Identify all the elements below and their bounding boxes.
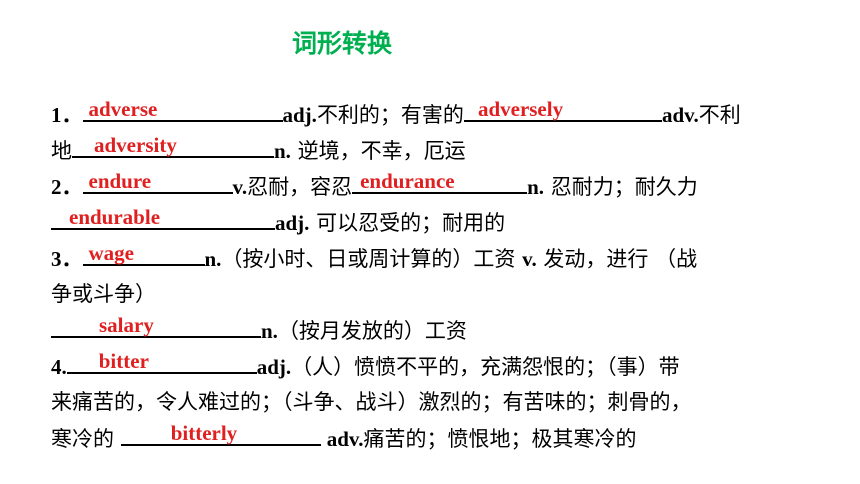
answer-endurance: endurance: [360, 169, 455, 193]
page-title: 词形转换: [292, 29, 393, 58]
blank-bitterly: bitterly: [120, 420, 321, 446]
line-1: 1．adverse adj.不利的；有害的 adversely adv.不利: [51, 96, 851, 132]
meaning-adversity: 逆境，不幸，厄运: [290, 139, 466, 163]
blank-wage: wage: [82, 240, 205, 266]
answer-endure: endure: [88, 169, 152, 193]
meaning-wage: （按小时、日或周计算的）工资: [221, 247, 523, 271]
line-8: 4. bitter adj.（人）愤愤不平的，充满怨恨的；（事）带: [51, 348, 851, 384]
item-number-1: 1．: [51, 103, 83, 127]
line-7: salary n.（按月发放的）工资: [51, 312, 851, 348]
line-2: 地 adversity n. 逆境，不幸，厄运: [51, 132, 851, 168]
answer-wage: wage: [88, 241, 135, 265]
meaning-endurable: 可以忍受的；耐用的: [309, 211, 506, 235]
blank-endurable: endurable: [51, 204, 275, 230]
blank-salary: salary: [51, 312, 261, 338]
item-number-2: 2．: [51, 175, 83, 199]
pos-v: v.: [232, 175, 248, 199]
pos-adj: adj.: [275, 211, 310, 235]
blank-endure: endure: [82, 168, 233, 194]
blank-bitter: bitter: [66, 348, 257, 374]
answer-adverse: adverse: [88, 97, 158, 121]
item-number-3: 3．: [51, 247, 83, 271]
meaning-endure: 忍耐，容忍: [247, 175, 353, 199]
pos-adv: adv.: [326, 427, 364, 451]
blank-adverse: adverse: [82, 96, 283, 122]
answer-adversely: adversely: [477, 97, 564, 121]
line-4: endurable adj. 可以忍受的；耐用的: [51, 204, 851, 240]
line-9: 来痛苦的，令人难过的；（斗争、战斗）激烈的；有苦味的；刺骨的，: [51, 384, 851, 420]
pos-adv: adv.: [661, 103, 699, 127]
meaning-bitter-3: 寒冷的: [51, 427, 121, 451]
pos-n: n.: [261, 319, 278, 343]
pos-adj: adj.: [282, 103, 317, 127]
pos-v: v.: [522, 247, 537, 271]
pos-n: n.: [204, 247, 222, 271]
meaning-adversely-a: 不利: [698, 103, 741, 127]
pos-adj: adj.: [256, 355, 292, 379]
meaning-bitter-2: 来痛苦的，令人难过的；（斗争、战斗）激烈的；有苦味的；刺骨的，: [51, 390, 692, 414]
meaning-wage-2: 发动，进行 （战: [536, 247, 698, 271]
blank-endurance: endurance: [352, 168, 528, 194]
meaning-adversely-b: 地: [51, 139, 72, 163]
pos-n: n.: [274, 139, 291, 163]
line-3: 2．endure v.忍耐，容忍 endurance n. 忍耐力；耐久力: [51, 168, 851, 204]
meaning-endurance: 忍耐力；耐久力: [544, 175, 698, 199]
item-number-4: 4.: [51, 355, 67, 379]
pos-n: n.: [527, 175, 545, 199]
line-5: 3．wage n.（按小时、日或周计算的）工资 v. 发动，进行 （战: [51, 240, 851, 276]
answer-bitterly: bitterly: [170, 421, 238, 445]
meaning-bitter-1: （人）愤愤不平的，充满怨恨的；（事）带: [291, 355, 680, 379]
line-10: 寒冷的 bitterly adv.痛苦的；愤恨地；极其寒冷的: [51, 420, 851, 456]
blank-adversely: adversely: [463, 96, 662, 122]
line-6: 争或斗争）: [51, 276, 851, 312]
meaning-salary: （按月发放的）工资: [277, 319, 467, 343]
meaning-bitterly: 痛苦的；愤恨地；极其寒冷的: [363, 427, 637, 451]
meaning-wage-3: 争或斗争）: [51, 282, 156, 306]
answer-endurable: endurable: [69, 205, 161, 229]
answer-bitter: bitter: [98, 349, 149, 373]
answer-salary: salary: [99, 313, 154, 337]
blank-adversity: adversity: [72, 132, 274, 158]
answer-adversity: adversity: [94, 133, 177, 157]
meaning-adverse: 不利的；有害的: [316, 103, 464, 127]
